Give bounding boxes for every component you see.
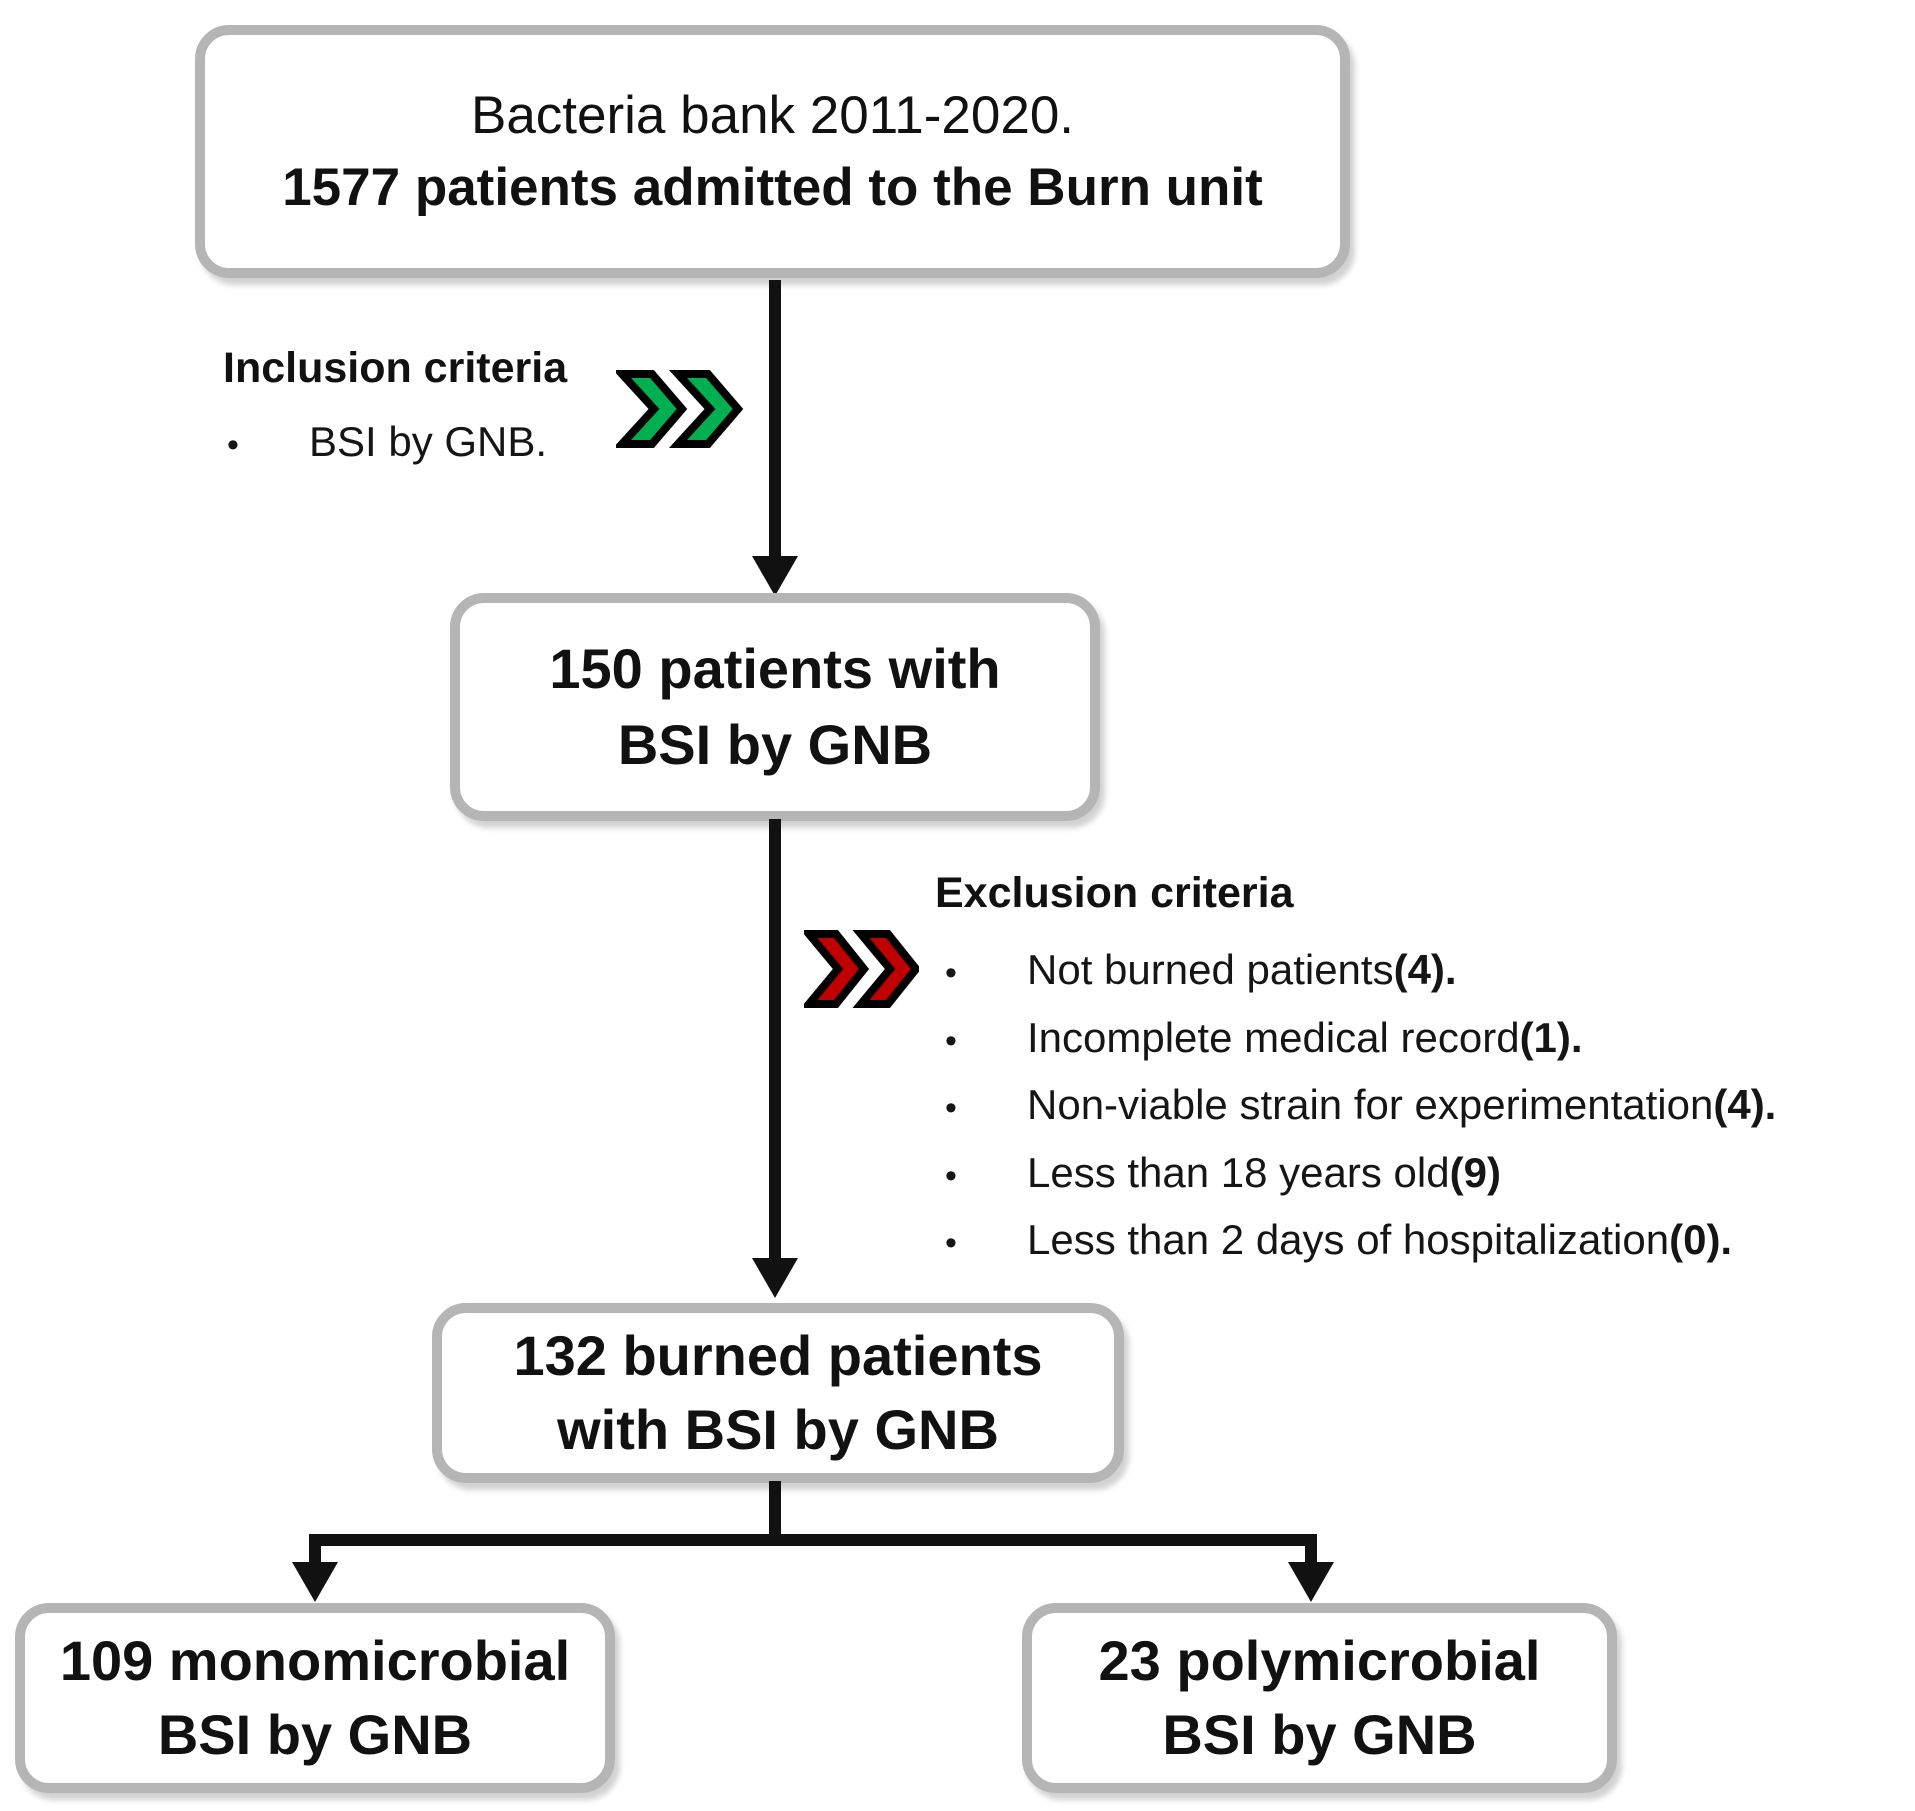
source-box-line1: Bacteria bank 2011-2020. bbox=[470, 85, 1075, 145]
flow-box-source-population: Bacteria bank 2011-2020. 1577 patients a… bbox=[195, 25, 1350, 278]
exclusion-criteria-title: Exclusion criteria bbox=[935, 869, 1294, 917]
flow-box-monomicrobial: 109 monomicrobial BSI by GNB bbox=[15, 1603, 615, 1793]
arrow-source-to-included-line bbox=[769, 280, 781, 558]
arrow-included-to-analyzed-line bbox=[769, 819, 781, 1259]
bullet-glyph: • bbox=[945, 1156, 957, 1195]
arrow-to-polymicrobial-head bbox=[1288, 1562, 1334, 1602]
arrow-included-to-analyzed-head bbox=[752, 1258, 798, 1298]
flow-box-included-patients: 150 patients with BSI by GNB bbox=[450, 593, 1100, 821]
exclusion-criteria-item: • Less than 2 days of hospitalization (0… bbox=[945, 1208, 1776, 1276]
split-connector-bar bbox=[309, 1534, 1317, 1546]
arrow-to-monomicrobial-line bbox=[309, 1540, 321, 1568]
criteria-text: Less than 2 days of hospitalization bbox=[1027, 1216, 1670, 1263]
arrow-to-polymicrobial-line bbox=[1305, 1540, 1317, 1568]
criteria-count: (4). bbox=[1393, 946, 1457, 993]
mono-box-line2: BSI by GNB bbox=[157, 1703, 473, 1766]
flow-box-polymicrobial: 23 polymicrobial BSI by GNB bbox=[1022, 1603, 1617, 1793]
exclusion-criteria-list: • Not burned patients (4). • Incomplete … bbox=[945, 938, 1776, 1276]
included-box-line1: 150 patients with bbox=[549, 637, 1001, 700]
criteria-text: Non-viable strain for experimentation bbox=[1027, 1081, 1714, 1128]
bullet-glyph: • bbox=[945, 1021, 957, 1060]
inclusion-criteria-list: • BSI by GNB. bbox=[227, 414, 547, 473]
exclusion-criteria-item: • Non-viable strain for experimentation … bbox=[945, 1073, 1776, 1141]
exclusion-chevron-icon bbox=[804, 930, 919, 1008]
mono-box-line1: 109 monomicrobial bbox=[59, 1629, 571, 1692]
criteria-text: Not burned patients bbox=[1027, 946, 1394, 993]
exclusion-criteria-item: • Incomplete medical record (1). bbox=[945, 1006, 1776, 1074]
poly-box-line1: 23 polymicrobial bbox=[1098, 1629, 1541, 1692]
criteria-count: (0). bbox=[1669, 1216, 1733, 1263]
criteria-text: Less than 18 years old bbox=[1027, 1148, 1450, 1196]
criteria-count: (1). bbox=[1519, 1013, 1583, 1061]
bullet-glyph: • bbox=[945, 954, 957, 992]
flow-box-analyzed-patients: 132 burned patients with BSI by GNB bbox=[432, 1303, 1124, 1483]
analyzed-box-line1: 132 burned patients bbox=[513, 1324, 1043, 1387]
arrow-source-to-included-head bbox=[752, 556, 798, 596]
bullet-glyph: • bbox=[227, 426, 239, 464]
bullet-glyph: • bbox=[945, 1224, 957, 1262]
source-box-line2: 1577 patients admitted to the Burn unit bbox=[282, 157, 1263, 217]
inclusion-chevron-icon bbox=[616, 370, 744, 448]
bullet-glyph: • bbox=[945, 1089, 957, 1127]
split-connector-stem bbox=[769, 1481, 781, 1546]
included-box-line2: BSI by GNB bbox=[617, 713, 933, 776]
criteria-count: (4). bbox=[1713, 1081, 1777, 1128]
inclusion-criteria-item: • BSI by GNB. bbox=[227, 414, 547, 473]
exclusion-criteria-item: • Less than 18 years old (9) bbox=[945, 1141, 1776, 1209]
poly-box-line2: BSI by GNB bbox=[1162, 1703, 1477, 1766]
analyzed-box-line2: with BSI by GNB bbox=[557, 1398, 999, 1461]
inclusion-criteria-title: Inclusion criteria bbox=[223, 344, 568, 392]
criteria-text: Incomplete medical record bbox=[1027, 1013, 1520, 1061]
criteria-count: (9) bbox=[1449, 1148, 1501, 1196]
arrow-to-monomicrobial-head bbox=[292, 1562, 338, 1602]
criteria-text: BSI by GNB. bbox=[309, 418, 548, 465]
exclusion-criteria-item: • Not burned patients (4). bbox=[945, 938, 1776, 1006]
